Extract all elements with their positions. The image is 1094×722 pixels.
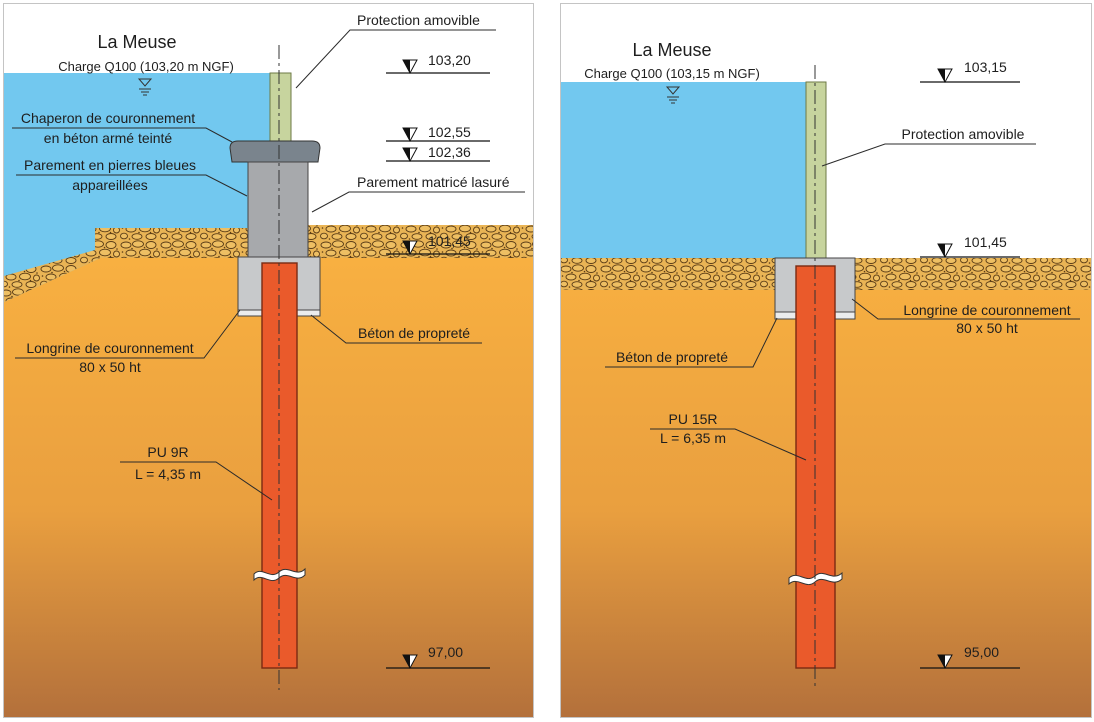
cap-leader xyxy=(12,127,233,143)
flood-level: Charge Q100 (103,20 m NGF) xyxy=(58,59,234,74)
elevation-value: 95,00 xyxy=(964,644,999,660)
water-level-icon xyxy=(665,86,681,104)
sheet-pile-leader xyxy=(120,461,273,501)
beam-leader xyxy=(15,309,241,359)
textured-facing-leader xyxy=(311,191,525,213)
elevation-value: 103,20 xyxy=(428,52,471,68)
lean-concrete-leader xyxy=(310,314,482,344)
section-right: La Meuse Charge Q100 (103,15 m NGF) Prot… xyxy=(560,3,1092,718)
lean-concrete-leader xyxy=(605,317,778,368)
elevation-marker: 95,00 xyxy=(920,644,1020,670)
stone-facing-label-line2: appareillées xyxy=(72,177,148,193)
removable-protection xyxy=(805,81,827,259)
beam-label-line1: Longrine de couronnement xyxy=(26,340,193,356)
elevation-marker: 101,45 xyxy=(920,234,1020,259)
sheet-pile-label-line2: L = 6,35 m xyxy=(660,430,726,446)
elevation-value: 102,55 xyxy=(428,124,471,140)
removable-protection-label: Protection amovible xyxy=(357,12,480,28)
lean-concrete-label: Béton de propreté xyxy=(358,325,470,341)
cap-label-line2: en béton armé teinté xyxy=(44,130,173,146)
removable-protection-leader xyxy=(295,29,496,89)
elevation-value: 103,15 xyxy=(964,59,1007,75)
stone-facing-leader xyxy=(16,174,248,197)
beam-leader xyxy=(851,298,1080,320)
elevation-value: 101,45 xyxy=(428,233,471,249)
elevation-marker: 97,00 xyxy=(386,644,490,670)
textured-facing-label: Parement matricé lasuré xyxy=(357,174,510,190)
elevation-value: 97,00 xyxy=(428,644,463,660)
stone-facing-label-line1: Parement en pierres bleues xyxy=(24,157,196,173)
elevation-marker: 103,15 xyxy=(920,59,1020,84)
elevation-value: 101,45 xyxy=(964,234,1007,250)
river-water xyxy=(561,82,806,258)
cap-label-line1: Chaperon de couronnement xyxy=(21,110,195,126)
river-name: La Meuse xyxy=(97,32,176,52)
section-left: La Meuse Charge Q100 (103,20 m NGF) Prot… xyxy=(3,3,534,718)
sheet-pile-label-line2: L = 4,35 m xyxy=(135,466,201,482)
removable-protection-leader xyxy=(821,143,1036,167)
elevation-marker: 103,20 xyxy=(386,52,490,75)
elevation-value: 102,36 xyxy=(428,144,471,160)
gravel-layer-land-side xyxy=(308,225,533,258)
beam-label-line2: 80 x 50 ht xyxy=(956,320,1018,336)
sheet-pile-leader xyxy=(650,428,807,461)
elevation-marker: 102,55 xyxy=(386,124,490,143)
sheet-pile-label-line1: PU 9R xyxy=(147,444,188,460)
water-level-icon xyxy=(137,78,153,96)
beam-label-line2: 80 x 50 ht xyxy=(79,359,141,375)
elevation-marker: 101,45 xyxy=(386,233,490,256)
stone-facing-wall xyxy=(247,161,309,258)
removable-protection-label: Protection amovible xyxy=(902,126,1025,142)
river-name: La Meuse xyxy=(632,40,711,60)
flood-level: Charge Q100 (103,15 m NGF) xyxy=(584,66,760,81)
beam-label-line1: Longrine de couronnement xyxy=(903,302,1070,318)
removable-protection xyxy=(269,72,292,142)
sheet-pile-label-line1: PU 15R xyxy=(668,411,717,427)
lean-concrete-label: Béton de propreté xyxy=(616,349,728,365)
coping-cap xyxy=(229,140,321,163)
gravel-layer-river-side xyxy=(4,228,248,302)
elevation-marker: 102,36 xyxy=(386,144,490,163)
